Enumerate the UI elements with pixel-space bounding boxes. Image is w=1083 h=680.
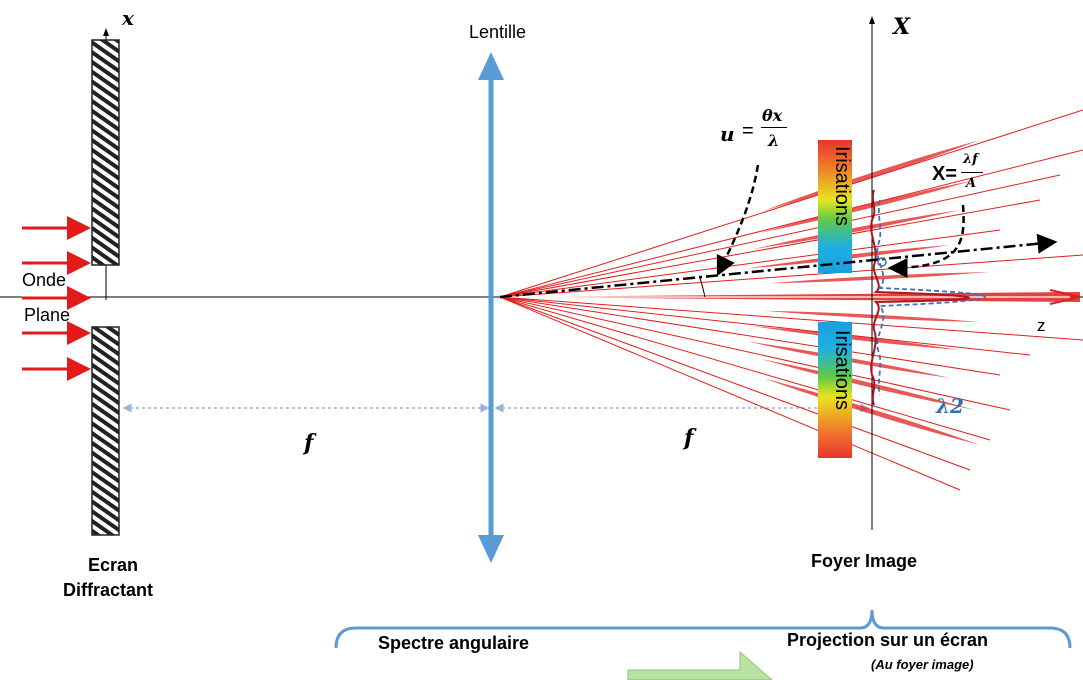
bracket [334,609,1072,649]
u-pointer [716,164,760,277]
irisation-label-bottom: Irisations [831,330,853,411]
focal-label-left: f [304,430,314,456]
irisation-bar-bottom [818,322,852,458]
fringe-lobe [769,272,990,284]
focus-point-marker [877,257,887,267]
lens [478,52,504,563]
screen-upper-part [91,39,120,266]
angle-arc [699,277,706,298]
ray-line [499,229,1001,298]
projection-label: Projection sur un écran [787,630,989,650]
intensity-profile-lambda2 [876,199,986,396]
irisation-label-top: Irisations [831,146,853,227]
ray-line [499,149,1083,298]
fringe-lobe [753,326,960,350]
X-pointer [887,204,965,278]
ray-line [499,296,1001,376]
fringe-lobe [753,210,960,250]
projection-sub-label: (Au foyer image) [871,657,974,672]
ray-line [499,109,1083,298]
fringe-lobe [761,180,975,233]
X-axis-arrowhead [869,16,875,24]
ray-line [499,296,1011,411]
incident-wave-arrows [22,216,91,381]
intensity-profile [870,189,970,406]
u-eq-equals: = [742,120,754,142]
ray-line [499,174,1061,298]
x-axis-label: x [122,6,134,30]
ray-fan [499,109,1083,491]
wave-label-line2: Plane [24,305,71,325]
ray-line [499,296,961,491]
x-axis-arrowhead [103,28,109,36]
lens-label: Lentille [469,22,527,42]
X-axis-label: X [893,14,911,40]
ray-line [499,254,1083,298]
u-eq-fraction-bar [761,127,787,128]
wave-label-line1: Onde [22,270,67,290]
u-eq-denominator: λ [768,131,780,150]
fringe-lobe [761,359,975,410]
ray-line [499,296,1031,356]
green-arrow [627,650,773,680]
X-eq-fraction-bar [961,172,983,173]
diffracted-ray [499,233,1058,299]
irisation-bar-top [818,140,852,273]
screen-label-line2: Diffractant [63,580,154,600]
focus-label: Foyer Image [811,551,918,571]
X-eq-numerator: λf [963,152,978,167]
u-eq-numerator: θx [762,106,783,125]
ray-line [499,296,991,441]
screen-label-line1: Ecran [88,555,139,575]
X-eq-denominator: A [966,176,977,191]
focal-label-right: f [684,425,694,451]
lambda2-label: λ2 [936,394,964,418]
spectre-label: Spectre angulaire [378,633,530,653]
ray-line [499,199,1041,298]
ray-line [499,296,1083,341]
u-eq-symbol: u [720,122,735,146]
z-tip [1049,289,1081,305]
ray-line [499,296,971,471]
X-eq-lhs: X= [932,163,958,185]
screen-lower-part [91,326,120,536]
z-axis-label: z [1037,316,1046,335]
